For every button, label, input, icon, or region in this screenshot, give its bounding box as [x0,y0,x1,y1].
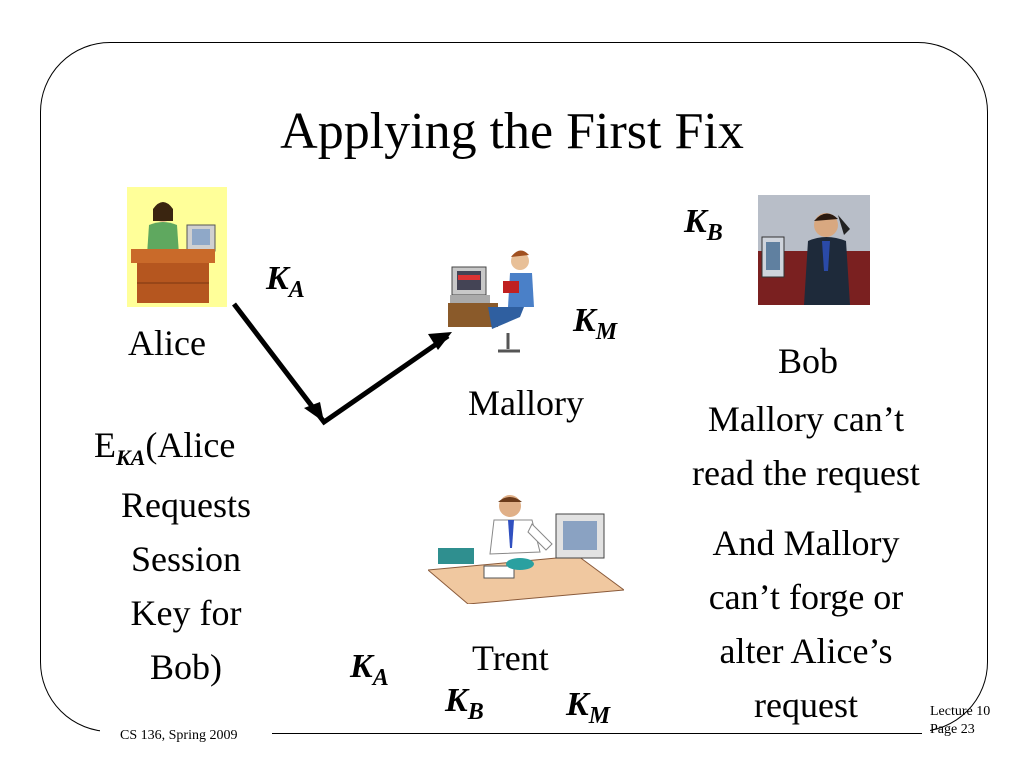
alice-desk-icon [127,187,227,307]
trent-label: Trent [472,638,549,678]
footer-rule [272,733,922,734]
alice-label: Alice [128,323,206,363]
bob-note-2: And Mallory can’t forge or alter Alice’s… [656,516,956,732]
bob-label: Bob [778,341,839,381]
mallory-computer-icon [448,250,534,353]
mallory-key-label: KM [573,302,618,345]
bob-note-1-line-1: Mallory can’t [707,399,905,439]
message-arrow [232,302,452,426]
slide-title: Applying the First Fix [280,103,744,160]
trent-busy-desk-icon [428,495,624,604]
bob-key-label: KB [684,203,723,246]
bob-note-1: Mallory can’t read the request [656,392,956,500]
bob-note-2-line-4: request [754,685,858,725]
message-line-3: Key for [130,593,242,633]
bob-note-1-line-2: read the request [692,453,920,493]
footer-lecture: Lecture 10 [930,704,991,719]
alice-key-label: KA [266,260,305,303]
message-line-4: Bob) [150,647,222,687]
footer-page: Page 23 [930,722,975,737]
message-line-1: Requests [121,485,251,525]
message-line-2: Session [130,539,242,579]
trent-key-a: KA [350,648,389,691]
message-body: Requests Session Key for Bob) [86,478,286,694]
bob-note-2-line-3: alter Alice’s [719,631,893,671]
trent-key-m: KM [566,686,611,729]
bob-phone-icon [758,195,870,305]
mallory-label: Mallory [468,383,584,423]
bob-note-2-line-2: can’t forge or [708,577,904,617]
message-head: EKA(Alice [94,425,236,470]
bob-note-2-line-1: And Mallory [712,523,900,563]
footer-course: CS 136, Spring 2009 [120,728,238,743]
trent-key-b: KB [445,682,484,725]
footer-gap [100,725,930,745]
